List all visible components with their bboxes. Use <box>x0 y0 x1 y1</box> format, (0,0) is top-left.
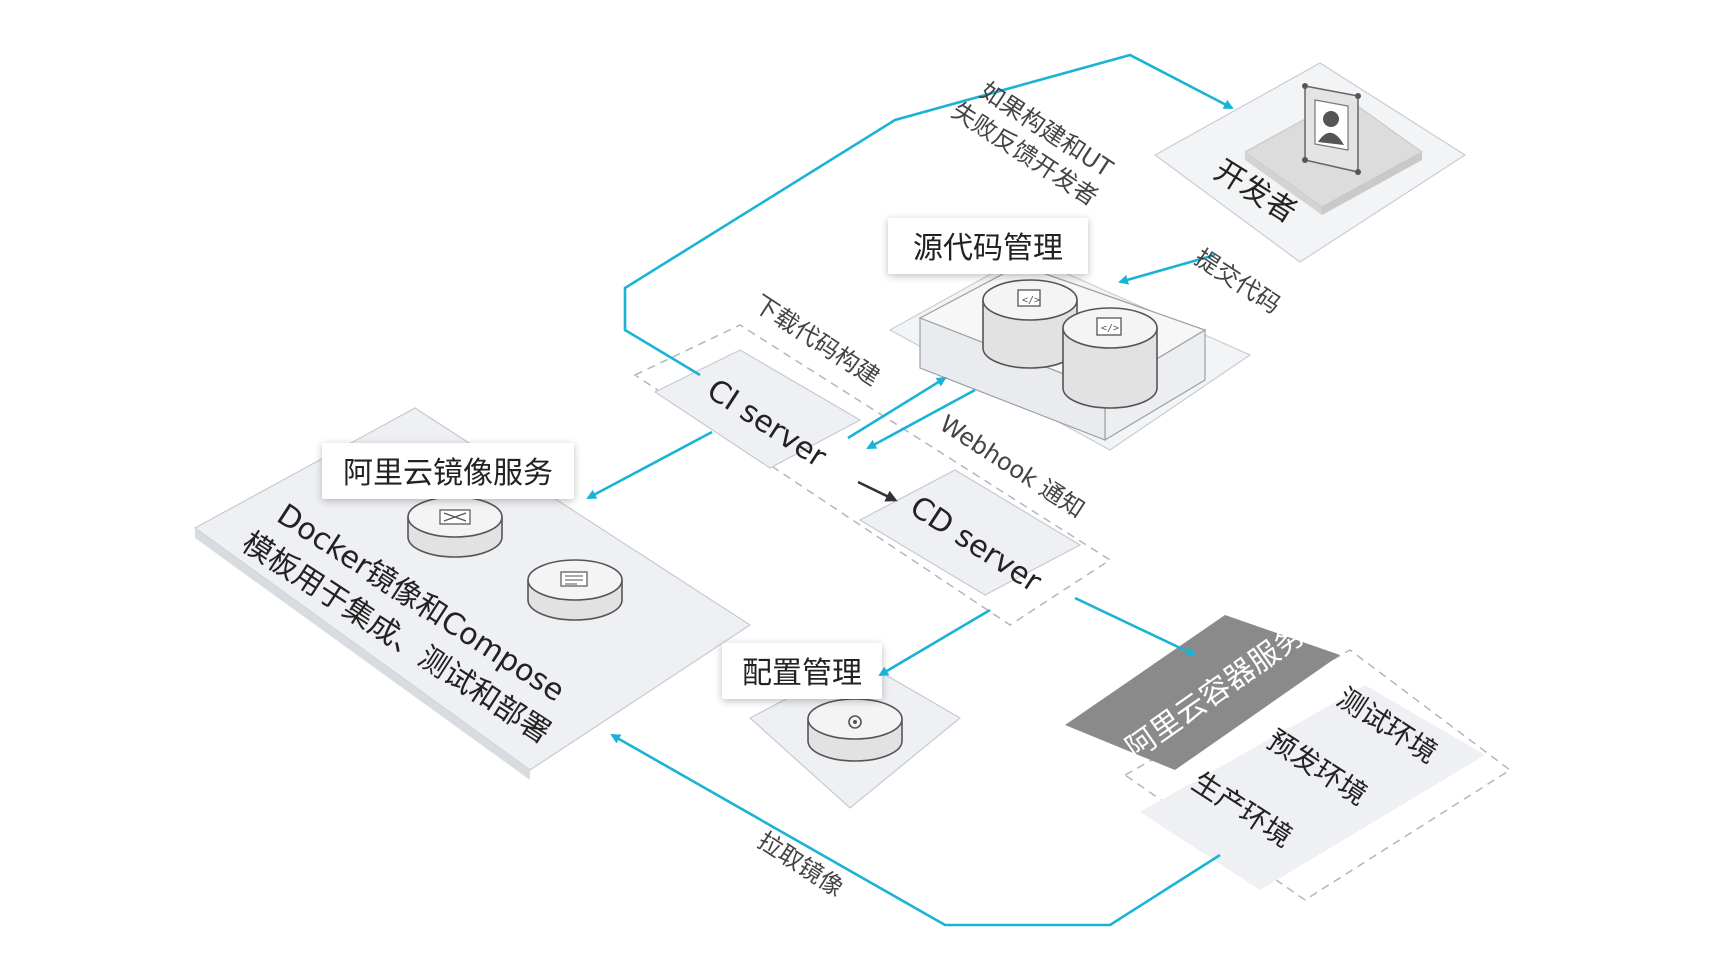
env-test-tile <box>1290 685 1485 800</box>
svg-text:</>: </> <box>1022 295 1040 306</box>
source-code-label-box <box>888 218 1088 274</box>
commit-label: 提交代码 <box>1190 244 1286 320</box>
image-service-label-box <box>322 443 574 499</box>
flows <box>586 53 1234 927</box>
cd-to-container-arrow <box>1074 596 1197 657</box>
container-service-node: 阿里云容器服务 测试环境 预发环境 生产环境 <box>1065 615 1512 901</box>
repo-disk-icon-2: </> <box>1062 307 1158 409</box>
feedback-arrow <box>623 53 1234 377</box>
ci-to-image-arrow <box>586 430 713 500</box>
cd-to-config-arrow <box>878 608 991 677</box>
user-card-icon <box>1302 83 1361 175</box>
source-code-node: </> </> 源代码管理 <box>888 218 1252 451</box>
env-prod-tile <box>1140 770 1335 890</box>
source-code-label: 源代码管理 <box>913 231 1063 266</box>
repo-disk-icon: </> <box>982 279 1078 369</box>
image-service-node: 阿里云镜像服务 Docker镜像和Compose 模板用于集成、测试和部署 <box>193 407 752 780</box>
image-disk-icon <box>407 496 503 558</box>
config-node: 配置管理 <box>722 643 962 809</box>
pull-image-arrow <box>610 733 1221 927</box>
webhook-arrow <box>866 388 976 450</box>
download-arrow <box>847 376 947 440</box>
pull-image-label: 拉取镜像 <box>753 827 849 903</box>
env-staging-tile <box>1215 727 1410 845</box>
config-label: 配置管理 <box>742 656 862 691</box>
commit-arrow <box>1118 253 1216 285</box>
compose-disk-icon <box>527 559 623 621</box>
image-service-label: 阿里云镜像服务 <box>343 456 553 491</box>
svg-text:</>: </> <box>1101 323 1119 334</box>
config-label-box <box>722 643 882 699</box>
gear-disk-icon <box>807 698 903 762</box>
ci-to-cd-arrow <box>857 480 898 502</box>
